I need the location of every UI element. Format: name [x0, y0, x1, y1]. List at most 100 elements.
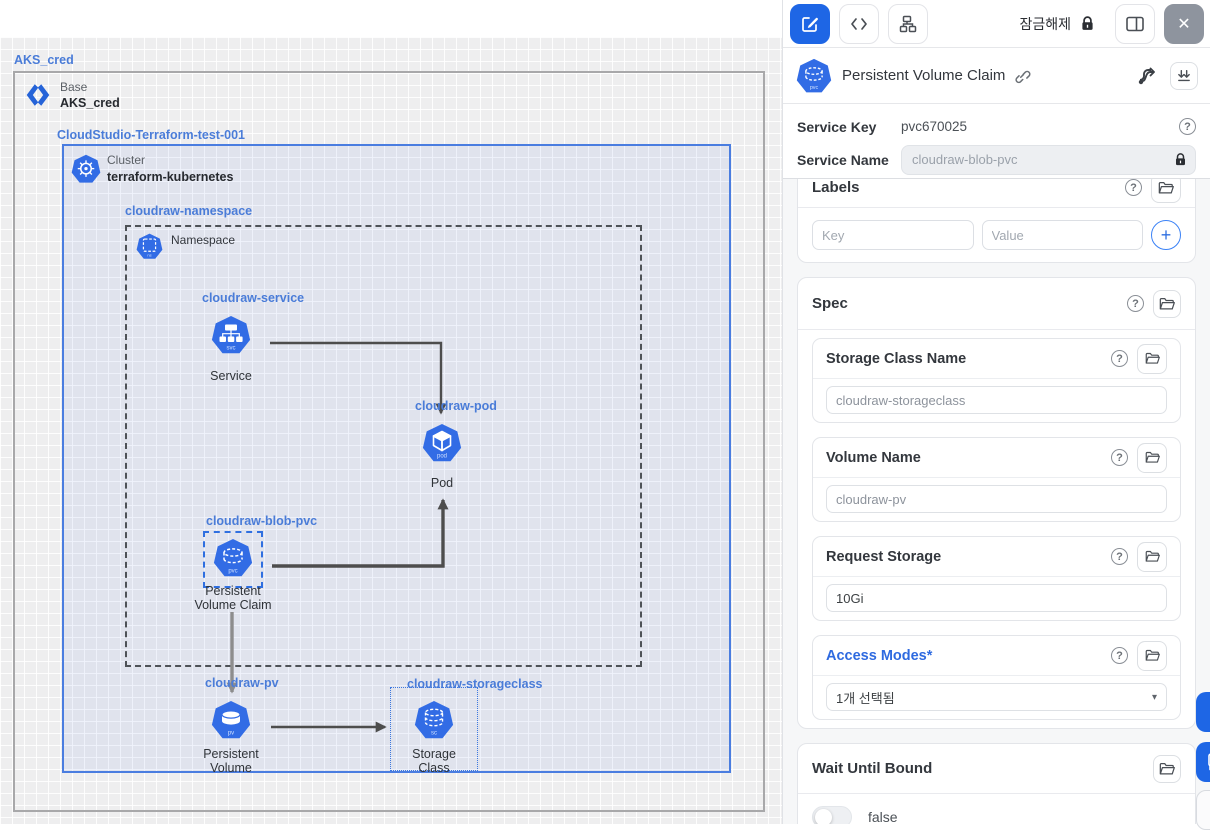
cluster-container[interactable] [62, 144, 731, 773]
base-container[interactable] [13, 71, 765, 812]
svg-text:pv: pv [228, 731, 234, 737]
link-icon[interactable] [1013, 67, 1031, 85]
collapse-all-icon [1178, 69, 1190, 81]
pvc-node-icon[interactable]: pvc [213, 538, 253, 578]
labels-help-icon[interactable]: ? [1125, 179, 1142, 196]
tree-view-button[interactable] [888, 3, 928, 44]
base-name: AKS_cred [60, 96, 120, 110]
spec-help-icon[interactable]: ? [1127, 295, 1144, 312]
pv-node-name-line2: Volume [210, 761, 252, 775]
namespace-icon: ns [136, 233, 163, 259]
add-label-button[interactable]: + [1151, 220, 1181, 250]
floating-notes-button[interactable] [1196, 790, 1210, 830]
svg-text:pvc: pvc [228, 569, 237, 575]
floating-doc-button[interactable] [1196, 692, 1210, 732]
labels-section: Labels ? + [797, 179, 1196, 263]
service-name-label: Service Name [797, 151, 889, 168]
wait-until-bound-folder-button[interactable] [1153, 754, 1181, 783]
diagram-canvas[interactable]: AKS_cred Base AKS_cred CloudStudio-Terra… [0, 0, 782, 824]
folder-icon [1145, 649, 1160, 661]
panel-scroll-area[interactable]: Labels ? + Spec ? [783, 179, 1210, 824]
labels-title: Labels [812, 179, 860, 196]
panel-title: Persistent Volume Claim [842, 67, 1006, 84]
volume-name-help-icon[interactable]: ? [1111, 449, 1128, 466]
storage-class-name-field: Storage Class Name ? [812, 338, 1181, 423]
canvas-grid [0, 37, 782, 824]
pv-node-label: cloudraw-pv [205, 676, 279, 690]
panel-toolbar: 잠금해제 ✕ [783, 0, 1210, 48]
spec-folder-button[interactable] [1153, 289, 1181, 318]
floating-chat-button[interactable] [1196, 742, 1210, 782]
storage-class-name-label: Storage Class Name [826, 350, 967, 367]
storageclass-node-icon[interactable]: sc [414, 700, 454, 740]
code-view-button[interactable] [839, 3, 879, 44]
request-storage-field: Request Storage ? [812, 536, 1181, 621]
service-node-name: Service [210, 369, 252, 383]
namespace-label: cloudraw-namespace [125, 204, 253, 218]
edit-mode-button[interactable] [790, 3, 830, 44]
pvc-selection-outline [203, 531, 263, 588]
pvc-node-name-line1: Persistent [205, 584, 261, 598]
volume-name-folder-button[interactable] [1137, 442, 1167, 473]
cluster-type-label: Cluster [107, 153, 146, 167]
pod-node-name: Pod [430, 476, 454, 490]
wait-until-bound-title: Wait Until Bound [812, 760, 933, 777]
request-storage-folder-button[interactable] [1137, 541, 1167, 572]
storageclass-node-name-line1: Storage [412, 747, 456, 761]
svg-text:pod: pod [437, 454, 447, 460]
service-key-help-icon[interactable]: ? [1179, 118, 1196, 135]
volume-name-field: Volume Name ? [812, 437, 1181, 522]
service-key-value: pvc670025 [901, 119, 968, 134]
storageclass-node-name-line2: Class [418, 761, 450, 775]
project-label: CloudStudio-Terraform-test-001 [57, 128, 245, 142]
lock-label: 잠금해제 [1019, 15, 1071, 32]
cluster-name: terraform-kubernetes [107, 170, 234, 184]
collapse-all-button[interactable] [1170, 61, 1198, 90]
label-value-input[interactable] [981, 220, 1143, 250]
code-icon [851, 17, 867, 30]
labels-folder-button[interactable] [1151, 179, 1181, 203]
kubernetes-cluster-icon [71, 154, 101, 183]
panel-layout-button[interactable] [1115, 3, 1155, 44]
pvc-node-name-line2: Volume Claim [194, 598, 272, 612]
storageclass-reference-outline [390, 687, 478, 771]
pv-node-icon[interactable]: pv [211, 700, 251, 740]
wait-until-bound-section: Wait Until Bound false [797, 743, 1196, 824]
service-node-icon[interactable]: svc [211, 315, 251, 355]
volume-name-input[interactable] [826, 485, 1167, 513]
label-key-input[interactable] [812, 220, 974, 250]
access-modes-folder-button[interactable] [1137, 640, 1167, 671]
service-name-input[interactable] [901, 144, 1196, 175]
spec-section: Spec ? Storage Class Name ? [797, 277, 1196, 729]
request-storage-input[interactable] [826, 584, 1167, 612]
wait-until-bound-toggle[interactable] [812, 806, 852, 824]
pvc-node-label: cloudraw-blob-pvc [206, 514, 318, 528]
close-icon: ✕ [1177, 15, 1191, 33]
service-node-label: cloudraw-service [202, 291, 305, 305]
spec-title: Spec [812, 295, 848, 312]
base-code-icon [26, 84, 50, 106]
storage-class-name-help-icon[interactable]: ? [1111, 350, 1128, 367]
wait-until-bound-value: false [868, 809, 898, 824]
namespace-type-label: Namespace [171, 233, 236, 247]
pod-node-icon[interactable]: pod [422, 423, 462, 463]
lock-icon [1082, 16, 1093, 30]
folder-icon [1145, 352, 1160, 364]
lock-toggle[interactable]: 잠금해제 [1019, 14, 1096, 34]
access-modes-select[interactable]: 1개 선택됨 ▾ [826, 683, 1167, 711]
edge-service-to-pod[interactable] [270, 341, 447, 415]
folder-icon [1145, 550, 1160, 562]
storage-class-name-folder-button[interactable] [1137, 343, 1167, 374]
namespace-container[interactable] [125, 225, 642, 667]
request-storage-help-icon[interactable]: ? [1111, 548, 1128, 565]
diagram-edges [226, 341, 449, 733]
close-panel-button[interactable]: ✕ [1164, 3, 1204, 44]
connection-flow-icon[interactable] [1136, 65, 1158, 87]
access-modes-help-icon[interactable]: ? [1111, 647, 1128, 664]
storage-class-name-input[interactable] [826, 386, 1167, 414]
edge-pvc-to-pod[interactable] [272, 498, 449, 568]
pod-node-label: cloudraw-pod [415, 399, 497, 413]
pv-node-name-line1: Persistent [203, 747, 259, 761]
svg-text:svc: svc [227, 346, 236, 352]
properties-panel: 잠금해제 ✕ pvc Persistent Volume C [782, 0, 1210, 830]
